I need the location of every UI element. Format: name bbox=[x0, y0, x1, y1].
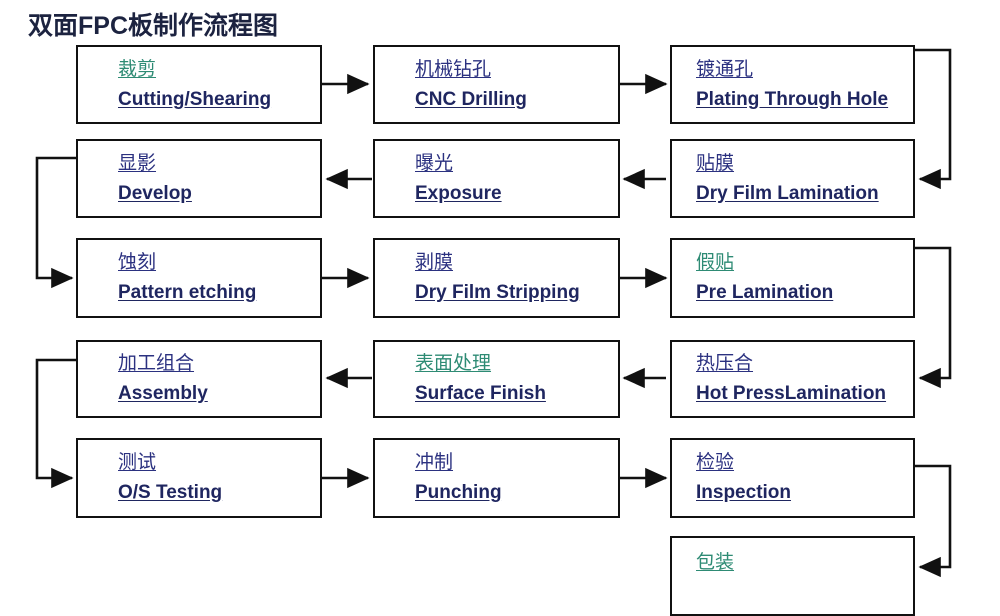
node-plating[interactable]: 镀通孔 Plating Through Hole bbox=[670, 45, 915, 124]
node-surface-finish-en: Surface Finish bbox=[415, 383, 546, 404]
node-cutting-en: Cutting/Shearing bbox=[118, 88, 272, 110]
node-pattern-etching-cn: 蚀刻 bbox=[118, 252, 157, 274]
node-pre-lamination-en: Pre Lamination bbox=[696, 282, 834, 303]
node-inspection-en: Inspection bbox=[696, 482, 792, 503]
node-surface-finish-cn: 表面处理 bbox=[415, 353, 492, 375]
page-title: 双面FPC板制作流程图 bbox=[28, 12, 279, 40]
node-assembly-cn: 加工组合 bbox=[118, 353, 195, 375]
node-os-testing[interactable]: 测试 O/S Testing bbox=[76, 438, 322, 518]
node-develop[interactable]: 显影 Develop bbox=[76, 139, 322, 218]
wire-prelam-to-hotpress bbox=[915, 246, 952, 389]
node-cnc-drilling-en: CNC Drilling bbox=[415, 88, 527, 110]
node-packaging-cn: 包装 bbox=[696, 552, 735, 573]
node-inspection[interactable]: 检验 Inspection bbox=[670, 438, 915, 518]
node-dry-film-lamination-cn: 贴膜 bbox=[696, 152, 735, 174]
node-pattern-etching[interactable]: 蚀刻 Pattern etching bbox=[76, 238, 322, 318]
node-cnc-drilling-cn: 机械钻孔 bbox=[415, 58, 492, 80]
node-dry-film-lamination-en: Dry Film Lamination bbox=[696, 182, 879, 204]
node-punching[interactable]: 冲制 Punching bbox=[373, 438, 620, 518]
node-dry-film-stripping-cn: 剥膜 bbox=[415, 252, 454, 274]
node-dry-film-stripping-en: Dry Film Stripping bbox=[415, 282, 580, 303]
node-packaging[interactable]: 包装 bbox=[670, 536, 915, 616]
node-pattern-etching-en: Pattern etching bbox=[118, 282, 257, 303]
node-surface-finish[interactable]: 表面处理 Surface Finish bbox=[373, 340, 620, 418]
node-pre-lamination-cn: 假贴 bbox=[696, 252, 735, 274]
node-os-testing-en: O/S Testing bbox=[118, 482, 223, 503]
node-cutting[interactable]: 裁剪 Cutting/Shearing bbox=[76, 45, 322, 124]
node-assembly[interactable]: 加工组合 Assembly bbox=[76, 340, 322, 418]
node-dry-film-lamination[interactable]: 贴膜 Dry Film Lamination bbox=[670, 139, 915, 218]
node-exposure[interactable]: 曝光 Exposure bbox=[373, 139, 620, 218]
node-plating-en: Plating Through Hole bbox=[696, 88, 889, 110]
node-hot-press-lamination-en: Hot PressLamination bbox=[696, 383, 887, 404]
node-develop-en: Develop bbox=[118, 182, 192, 204]
node-plating-cn: 镀通孔 bbox=[696, 58, 754, 80]
wire-plating-to-dryfilm bbox=[915, 48, 952, 190]
node-develop-cn: 显影 bbox=[118, 152, 157, 174]
node-exposure-cn: 曝光 bbox=[415, 152, 454, 174]
node-cnc-drilling[interactable]: 机械钻孔 CNC Drilling bbox=[373, 45, 620, 124]
node-cutting-cn: 裁剪 bbox=[118, 58, 157, 80]
wire-develop-to-etching bbox=[35, 156, 76, 289]
node-assembly-en: Assembly bbox=[118, 383, 208, 404]
node-punching-en: Punching bbox=[415, 482, 502, 503]
node-exposure-en: Exposure bbox=[415, 182, 502, 204]
flowchart-canvas: 双面FPC板制作流程图 bbox=[28, 12, 952, 616]
node-inspection-cn: 检验 bbox=[696, 452, 735, 474]
node-os-testing-cn: 测试 bbox=[118, 452, 157, 474]
node-punching-cn: 冲制 bbox=[415, 452, 454, 474]
node-hot-press-lamination-cn: 热压合 bbox=[696, 353, 754, 375]
wire-assembly-to-testing bbox=[35, 358, 76, 489]
node-dry-film-stripping[interactable]: 剥膜 Dry Film Stripping bbox=[373, 238, 620, 318]
node-hot-press-lamination[interactable]: 热压合 Hot PressLamination bbox=[670, 340, 915, 418]
node-pre-lamination[interactable]: 假贴 Pre Lamination bbox=[670, 238, 915, 318]
wire-inspection-to-packaging bbox=[915, 464, 952, 578]
